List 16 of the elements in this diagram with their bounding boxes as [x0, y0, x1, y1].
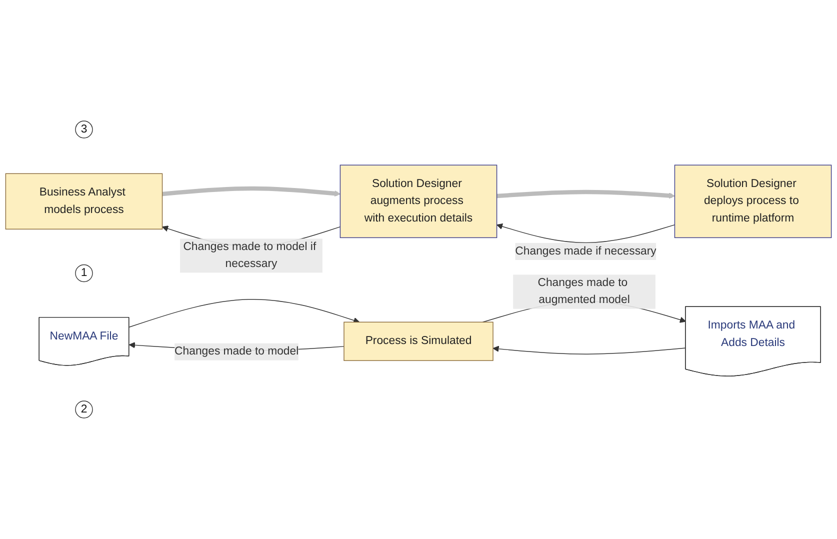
node-circle: 1 — [75, 264, 93, 282]
node-box: Process is Simulated — [344, 322, 494, 361]
edge-label: Changes made if necessary — [515, 245, 656, 258]
edge-label: Changes made to model — [174, 345, 299, 358]
node-circle: 3 — [75, 120, 93, 138]
arrow — [128, 299, 360, 328]
node-box: Solution Designer augments process with execution details — [340, 164, 498, 238]
arrow — [496, 223, 676, 244]
arrow — [492, 346, 686, 354]
node-box: Solution Designer deploys process to runtime platform — [674, 164, 832, 238]
node-circle: 2 — [75, 400, 93, 418]
arrow — [162, 186, 340, 197]
edge-label: Changes made to augmented model — [538, 276, 630, 306]
node-box: Business Analyst models process — [5, 173, 163, 230]
edge-label: Changes made to model if necessary — [183, 240, 316, 270]
arrow — [496, 190, 675, 199]
